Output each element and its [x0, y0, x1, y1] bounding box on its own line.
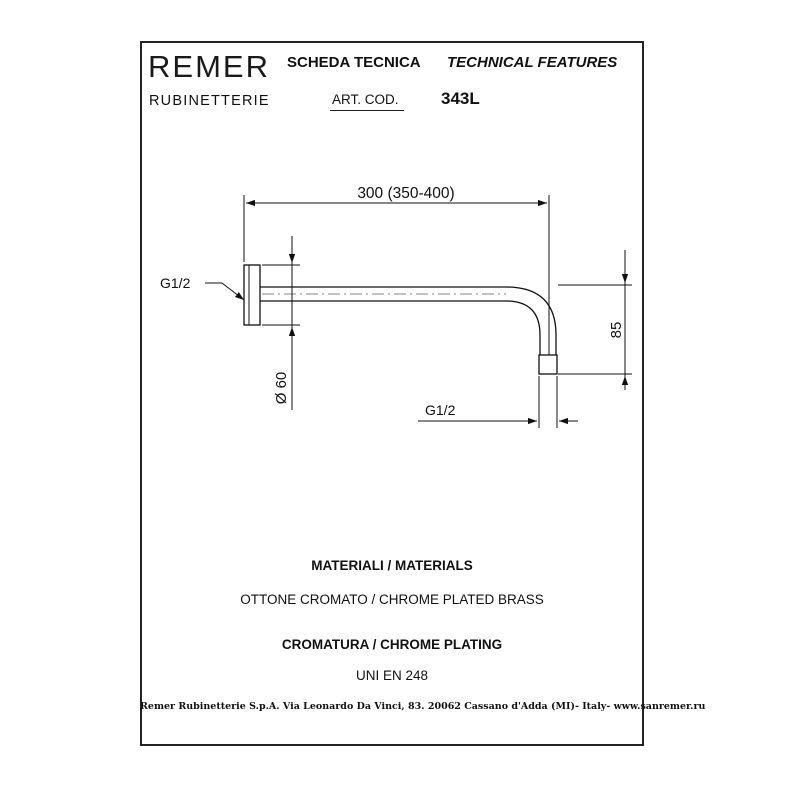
brand-logo: REMER — [148, 49, 270, 84]
wall-flange — [243, 264, 261, 326]
materials-value: OTTONE CROMATO / CHROME PLATED BRASS — [240, 592, 544, 607]
article-code-label: ART. COD. — [332, 92, 399, 107]
plating-title: CROMATURA / CHROME PLATING — [281, 637, 503, 652]
shower-arm-bottom — [260, 300, 541, 355]
materials-title: MATERIALI / MATERIALS — [311, 558, 473, 573]
diameter-label: Ø 60 — [273, 372, 290, 405]
outlet-fitting — [538, 354, 558, 375]
article-code-value: 343L — [441, 89, 480, 108]
height-label: 85 — [608, 322, 625, 339]
length-label: 300 (350-400) — [357, 185, 454, 202]
company-address: Remer Rubinetterie S.p.A. Via Leonardo D… — [140, 701, 706, 712]
shower-arm-top — [260, 286, 557, 355]
technical-sheet-frame — [140, 41, 644, 746]
wall-thread-label: G1/2 — [160, 275, 191, 291]
brand-subtitle: RUBINETTERIE — [149, 93, 270, 109]
sheet-title-english: TECHNICAL FEATURES — [447, 54, 618, 71]
outlet-thread-label: G1/2 — [425, 402, 456, 418]
plating-value: UNI EN 248 — [355, 668, 429, 683]
article-code-underline — [330, 110, 404, 111]
sheet-title-italian: SCHEDA TECNICA — [287, 54, 421, 71]
